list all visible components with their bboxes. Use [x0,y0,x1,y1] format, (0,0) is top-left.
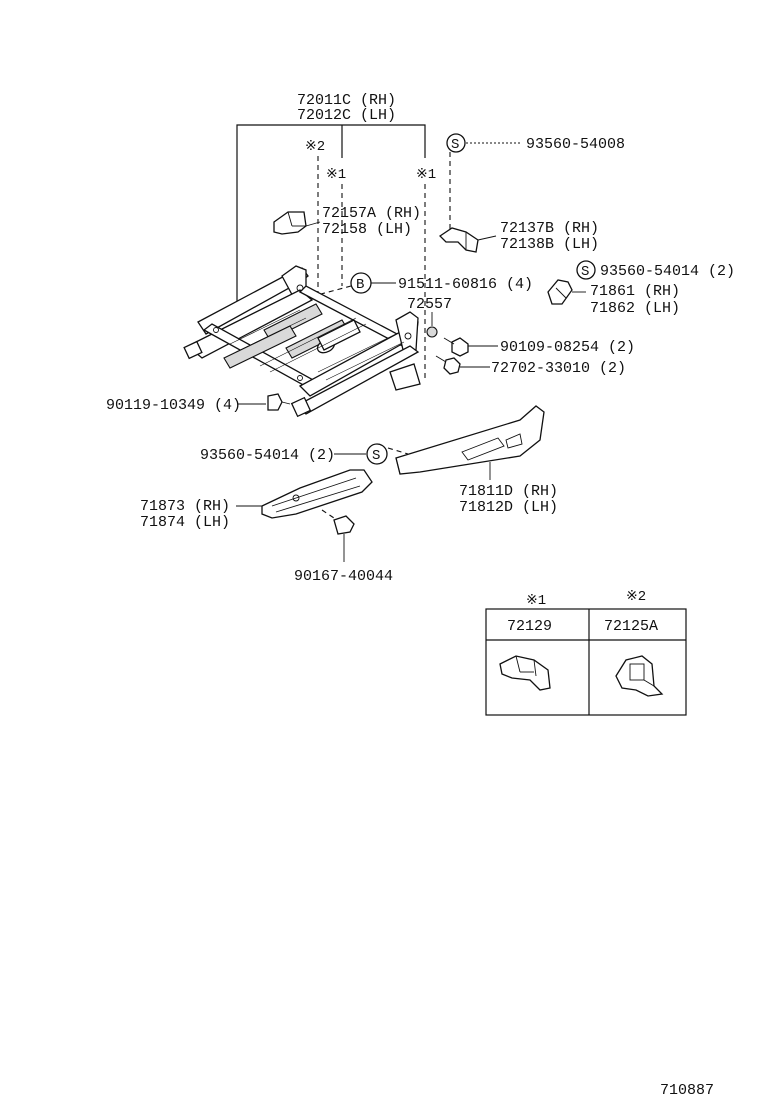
marker-2-top: ※2 [305,139,325,155]
label-91511-60816[interactable]: 91511-60816 (4) [398,276,533,293]
bolt-72702: 72702-33010 (2) [435,355,626,377]
s-circle-marker [446,133,466,153]
label-72158[interactable]: 72158 (LH) [322,221,412,238]
callout-91511-60816: B 91511-60816 (4) [305,272,533,299]
label-93560-54014-right[interactable]: 93560-54014 (2) [600,263,735,280]
seat-track-frame [183,265,421,418]
label-72157a[interactable]: 72157A (RH) [322,205,421,222]
label-71811d[interactable]: 71811D (RH) [459,483,558,500]
label-72138b[interactable]: 72138B (LH) [500,236,599,253]
clip-72129-drawing [499,655,551,691]
bracket-72137b: 72137B (RH) 72138B (LH) [438,220,599,253]
label-71812d[interactable]: 71812D (LH) [459,499,558,516]
legend-part-72125a[interactable]: 72125A [604,618,658,635]
label-72702-33010[interactable]: 72702-33010 (2) [491,360,626,377]
label-71862[interactable]: 71862 (LH) [590,300,680,317]
callout-93560-54014-right: S 93560-54014 (2) 71861 (RH) 71862 (LH) [547,260,735,317]
svg-text:S: S [372,448,380,464]
legend-marker-2: ※2 [626,589,646,605]
label-71861[interactable]: 71861 (RH) [590,283,680,300]
bolt-90109: 90109-08254 (2) [443,337,635,357]
legend-marker-1: ※1 [526,593,546,609]
svg-text:B: B [356,277,364,293]
legend-part-72129[interactable]: 72129 [507,618,552,635]
legend-table: ※1 ※2 72129 72125A [485,589,687,716]
washer-72557: 72557 [407,296,452,338]
label-93560-54008[interactable]: 93560-54008 [526,136,625,153]
label-72137b[interactable]: 72137B (RH) [500,220,599,237]
label-71873[interactable]: 71873 (RH) [140,498,230,515]
bolt-90119: 90119-10349 (4) [106,393,291,414]
label-90109-08254[interactable]: 90109-08254 (2) [500,339,635,356]
clip-90167: 90167-40044 [294,509,393,585]
svg-text:S: S [451,137,459,153]
cover-71873: 71873 (RH) 71874 (LH) [140,469,373,531]
label-90119-10349[interactable]: 90119-10349 (4) [106,397,241,414]
svg-text:S: S [581,264,589,280]
clip-72157a: 72157A (RH) 72158 (LH) [273,205,421,238]
callout-93560-54014-left: 93560-54014 (2) S [200,443,409,465]
label-72557[interactable]: 72557 [407,296,452,313]
label-93560-54014-left[interactable]: 93560-54014 (2) [200,447,335,464]
frame-assembly-callout: 72011C (RH) 72012C (LH) ※2 ※1 ※1 [236,92,436,380]
clip-72125a-drawing [615,655,664,697]
marker-1-right: ※1 [416,167,436,183]
label-72011c[interactable]: 72011C (RH) [297,92,396,109]
marker-1-left: ※1 [326,167,346,183]
label-90167-40044[interactable]: 90167-40044 [294,568,393,585]
diagram-id: 710887 [660,1082,714,1099]
callout-93560-54008: S 93560-54008 [446,133,625,230]
label-71874[interactable]: 71874 (LH) [140,514,230,531]
label-72012c[interactable]: 72012C (LH) [297,107,396,124]
side-cover-71811d: 71811D (RH) 71812D (LH) [395,405,558,516]
